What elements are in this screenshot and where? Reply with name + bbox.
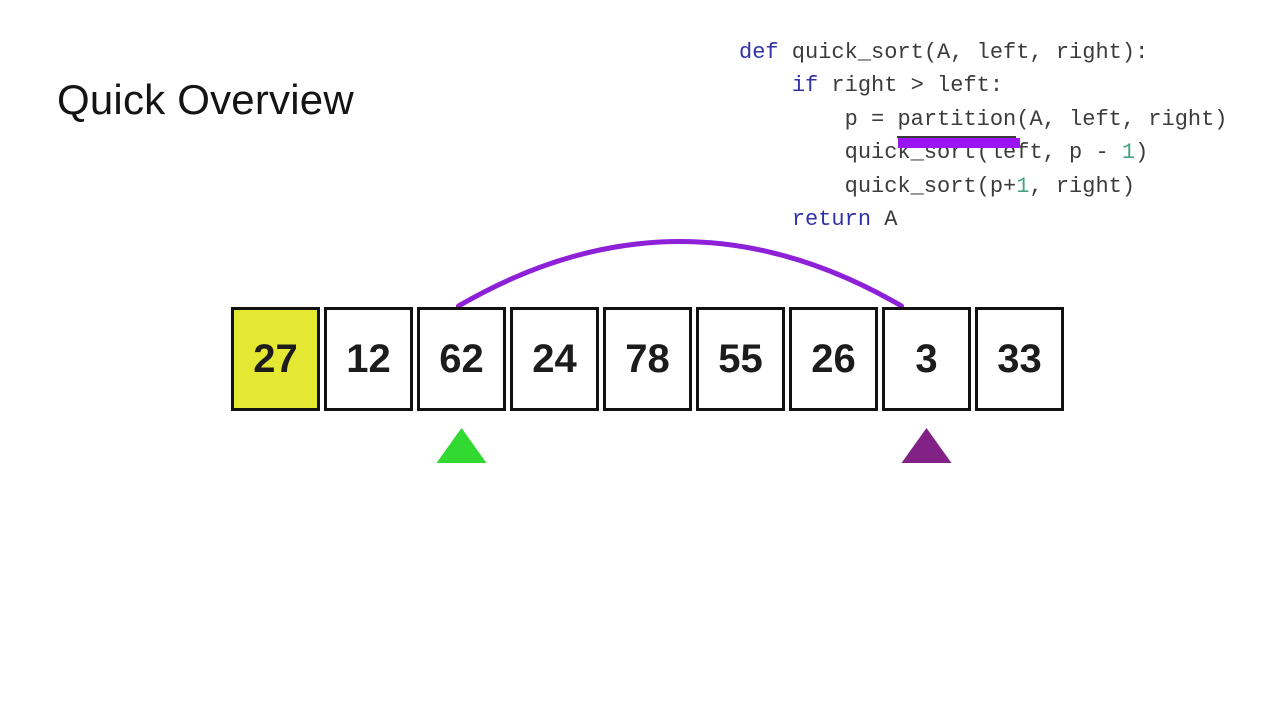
highlighted-token: partition bbox=[897, 103, 1021, 149]
code-token: p = bbox=[739, 106, 898, 132]
array-cell-2: 62 bbox=[417, 307, 506, 411]
code-line: p = partition(A, left, right) bbox=[739, 103, 1228, 149]
code-block: def quick_sort(A, left, right): if right… bbox=[739, 36, 1228, 236]
code-token: quick_sort(A, left, right): bbox=[778, 40, 1149, 65]
array-cell-4: 78 bbox=[603, 307, 692, 411]
code-token: if bbox=[791, 73, 819, 99]
array-cell-0: 27 bbox=[231, 307, 320, 411]
code-token: return bbox=[791, 206, 872, 232]
code-line: return A bbox=[739, 203, 1228, 236]
array-cell-1: 12 bbox=[324, 307, 413, 411]
code-token: quick_sort(p+ bbox=[739, 173, 1017, 199]
code-line: if right > left: bbox=[739, 69, 1228, 102]
swap-arc bbox=[456, 239, 904, 309]
code-token: 1 bbox=[1016, 173, 1030, 199]
code-token bbox=[739, 73, 792, 98]
array-cell-8: 33 bbox=[975, 307, 1064, 411]
code-token: , right) bbox=[1029, 173, 1136, 199]
left-pointer-triangle bbox=[436, 428, 487, 463]
code-token: def bbox=[739, 40, 779, 65]
right-pointer-triangle bbox=[901, 428, 952, 463]
code-token bbox=[739, 207, 792, 232]
array-cell-3: 24 bbox=[510, 307, 599, 411]
code-token: (A, left, right) bbox=[1016, 106, 1228, 132]
code-token: ) bbox=[1135, 140, 1149, 166]
array-cell-5: 55 bbox=[696, 307, 785, 411]
code-token: right > left: bbox=[818, 73, 1004, 99]
page-title: Quick Overview bbox=[57, 76, 354, 123]
code-line: quick_sort(p+1, right) bbox=[739, 170, 1228, 203]
code-line: def quick_sort(A, left, right): bbox=[739, 36, 1228, 69]
code-token: 1 bbox=[1121, 140, 1136, 166]
array-cell-7: 3 bbox=[882, 307, 971, 411]
array-cell-6: 26 bbox=[789, 307, 878, 411]
code-token: A bbox=[871, 206, 898, 232]
